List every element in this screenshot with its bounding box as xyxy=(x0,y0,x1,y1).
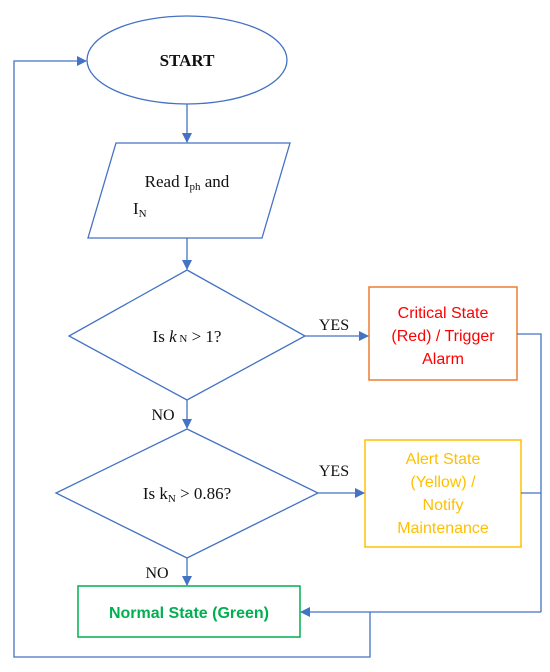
alert-label-line2: (Yellow) / xyxy=(410,474,476,491)
decision1-label: Is k N > 1? xyxy=(153,327,222,346)
edge-label-yes-2: YES xyxy=(319,463,349,480)
critical-label-line1: Critical State xyxy=(398,305,489,322)
critical-state-box xyxy=(368,286,518,381)
line-critical-to-right-bus xyxy=(517,333,542,612)
normal-label: Normal State (Green) xyxy=(109,605,269,622)
start-label: START xyxy=(160,51,215,70)
edge-label-no-2: NO xyxy=(145,565,168,582)
critical-label-line2: (Red) / Trigger xyxy=(391,328,495,345)
alert-label-line3: Notify xyxy=(423,497,464,514)
decision2-label: Is kN > 0.86? xyxy=(143,484,231,505)
alert-label-line4: Maintenance xyxy=(397,520,489,537)
read-input-node xyxy=(87,142,291,239)
read-label-line2: IN xyxy=(133,199,147,220)
edge-label-yes-1: YES xyxy=(319,317,349,334)
alert-label-line1: Alert State xyxy=(406,451,481,468)
loop-back-to-start xyxy=(13,56,371,658)
read-label-line1: Read Iph and xyxy=(145,172,230,193)
edge-label-no-1: NO xyxy=(151,407,174,424)
critical-label-line3: Alarm xyxy=(422,351,464,368)
